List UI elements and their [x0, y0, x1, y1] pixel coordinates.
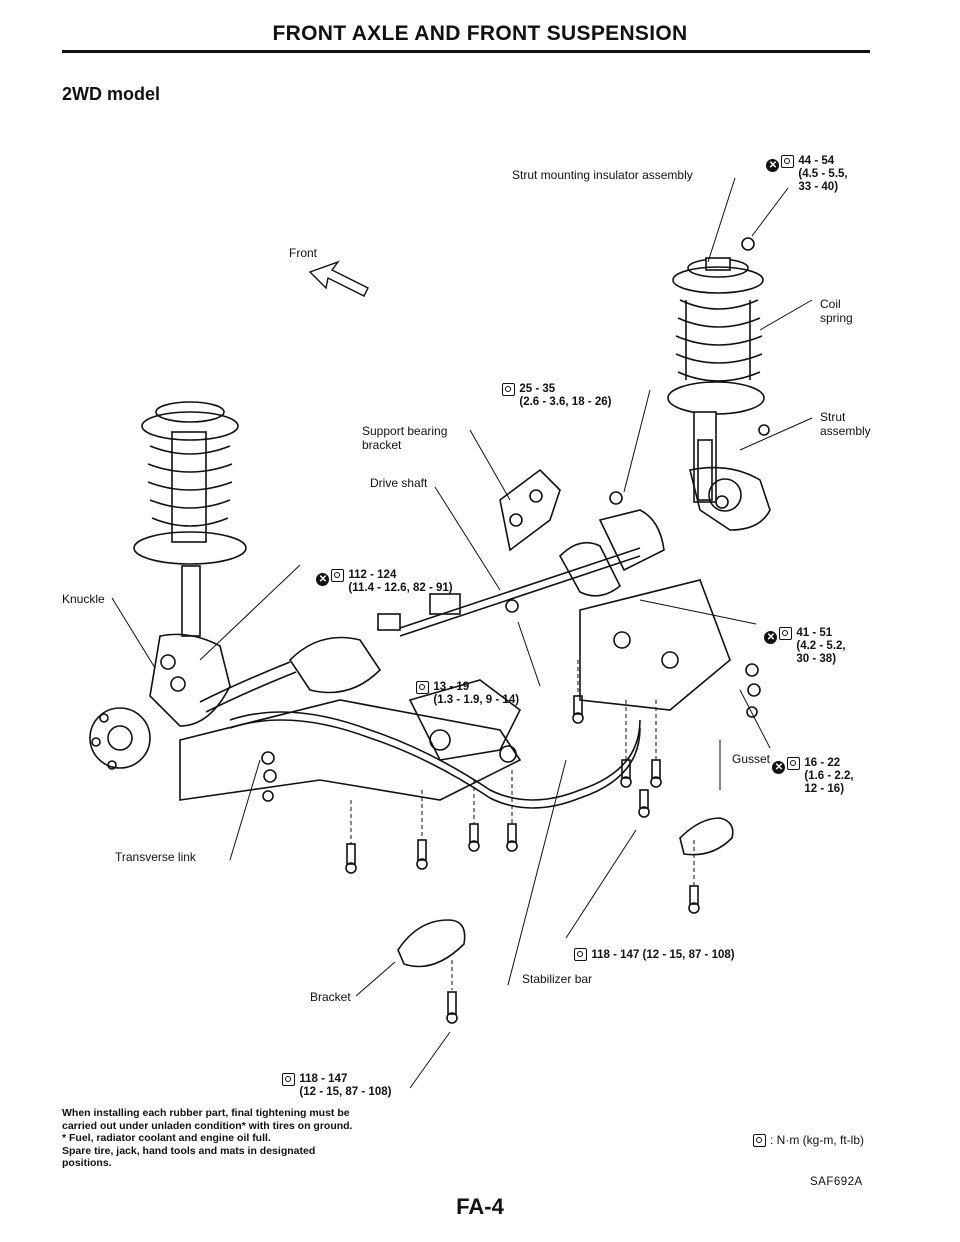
replace-part-icon: ✕ [316, 573, 330, 586]
torque-callout-gusset-upper: ✕ 41 - 51 (4.2 - 5.2, 30 - 38) [758, 614, 846, 666]
left-strut-illustration [89, 401, 247, 770]
torque-wrench-icon [781, 155, 795, 168]
torque-wrench-icon [331, 569, 345, 582]
torque-callout-drive-shaft: ✕ 112 - 124 (11.4 - 12.6, 82 - 91) [310, 556, 453, 595]
installation-note: When installing each rubber part, final … [62, 1107, 353, 1169]
section-title: 2WD model [62, 84, 161, 104]
torque-legend: : N·m (kg-m, ft-lb) [753, 1133, 864, 1147]
torque-callout-center: 13 - 19 (1.3 - 1.9, 9 - 14) [410, 668, 519, 707]
torque-wrench-icon [753, 1134, 766, 1147]
torque-value: 41 - 51 (4.2 - 5.2, 30 - 38) [796, 627, 846, 665]
page-header-title: FRONT AXLE AND FRONT SUSPENSION [272, 22, 688, 45]
torque-wrench-icon [282, 1073, 296, 1086]
label-support-bearing-bracket: Support bearing bracket [362, 424, 448, 452]
header-rule [62, 50, 870, 53]
torque-value: 25 - 35 (2.6 - 3.6, 18 - 26) [519, 383, 612, 408]
torque-callout-gusset-lower: ✕ 16 - 22 (1.6 - 2.2, 12 - 16) [766, 744, 854, 796]
torque-callout-strut-mount: ✕ 44 - 54 (4.5 - 5.5, 33 - 40) [760, 142, 848, 194]
torque-wrench-icon [787, 757, 801, 770]
torque-value: 118 - 147 (12 - 15, 87 - 108) [299, 1073, 392, 1098]
torque-wrench-icon [574, 948, 588, 961]
label-strut-assembly: Strut assembly [820, 410, 871, 438]
torque-value: 13 - 19 (1.3 - 1.9, 9 - 14) [433, 681, 520, 706]
drive-shaft-illustration [199, 509, 665, 713]
right-strut-illustration [667, 237, 771, 531]
replace-part-icon: ✕ [766, 159, 780, 172]
bracket-right-illustration [679, 817, 734, 856]
bracket-illustration [397, 919, 466, 968]
label-strut-mounting-insulator: Strut mounting insulator assembly [512, 168, 693, 182]
label-gusset: Gusset [732, 752, 771, 766]
torque-callout-stabilizer-right: 118 - 147 (12 - 15, 87 - 108) [568, 935, 735, 962]
label-drive-shaft: Drive shaft [370, 476, 428, 490]
torque-value: 44 - 54 (4.5 - 5.5, 33 - 40) [798, 155, 848, 193]
label-front: Front [289, 246, 318, 260]
torque-value: 16 - 22 (1.6 - 2.2, 12 - 16) [804, 757, 854, 795]
torque-callout-support-bearing: 25 - 35 (2.6 - 3.6, 18 - 26) [496, 370, 611, 409]
legend-text: : N·m (kg-m, ft-lb) [770, 1133, 864, 1147]
torque-wrench-icon [779, 627, 793, 640]
support-bearing-bracket-illustration [499, 468, 561, 552]
label-stabilizer-bar: Stabilizer bar [522, 972, 593, 986]
label-transverse-link: Transverse link [115, 850, 196, 864]
torque-value: 112 - 124 (11.4 - 12.6, 82 - 91) [348, 569, 453, 594]
page-number: FA-4 [456, 1194, 504, 1219]
transverse-link-illustration [179, 699, 522, 801]
gusset-illustration [579, 579, 731, 711]
front-arrow-shape [308, 260, 369, 297]
replace-part-icon: ✕ [772, 761, 786, 774]
label-bracket: Bracket [310, 990, 351, 1004]
torque-callout-stabilizer-left: 118 - 147 (12 - 15, 87 - 108) [276, 1060, 391, 1099]
label-knuckle: Knuckle [62, 592, 105, 606]
torque-wrench-icon [416, 681, 430, 694]
torque-wrench-icon [502, 383, 516, 396]
torque-value: 118 - 147 (12 - 15, 87 - 108) [591, 949, 735, 961]
stabilizer-bar-illustration [229, 711, 641, 801]
label-coil-spring: Coil spring [820, 297, 853, 325]
figure-code: SAF692A [810, 1176, 863, 1188]
replace-part-icon: ✕ [764, 631, 778, 644]
